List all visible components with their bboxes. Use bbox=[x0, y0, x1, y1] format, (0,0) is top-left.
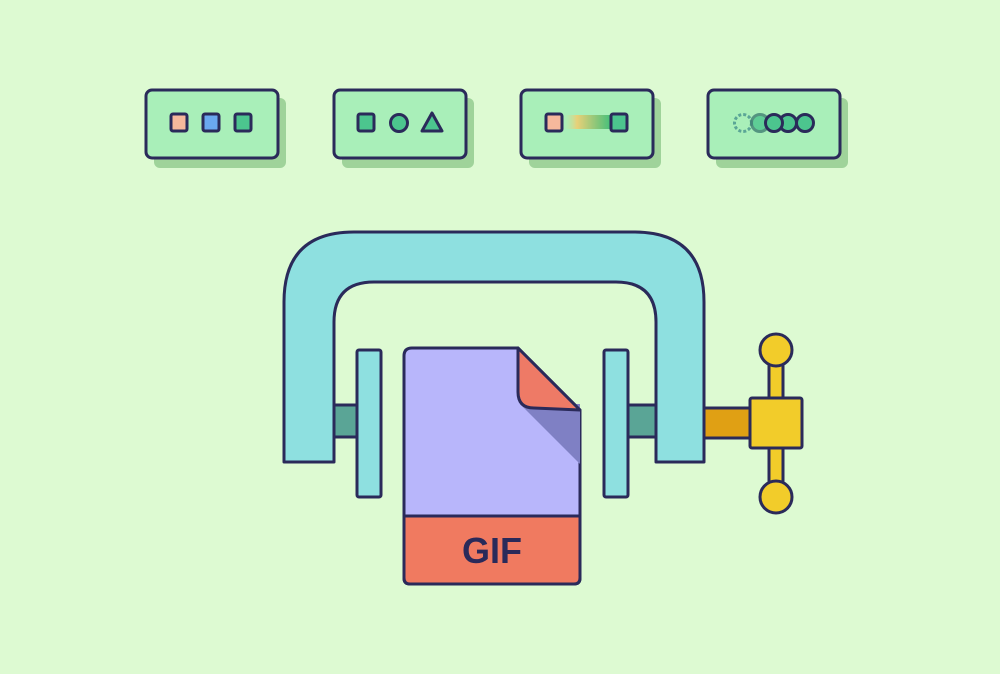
circle-icon bbox=[764, 113, 784, 133]
clamp-jaw-left bbox=[355, 348, 383, 499]
card-shapes bbox=[332, 88, 474, 168]
square-icon bbox=[233, 112, 253, 133]
square-icon bbox=[609, 112, 629, 133]
card-circles bbox=[706, 88, 848, 168]
square-icon bbox=[201, 112, 221, 133]
file-type-label: GIF bbox=[462, 530, 522, 571]
gradient-bar-icon bbox=[562, 115, 612, 129]
square-icon bbox=[169, 112, 189, 133]
clamp-frame bbox=[282, 230, 706, 464]
clamp-rod-right bbox=[624, 403, 658, 439]
card-gradient bbox=[519, 88, 661, 168]
circle-icon bbox=[795, 113, 815, 133]
card-three-squares bbox=[144, 88, 286, 168]
triangle-icon bbox=[420, 111, 444, 133]
gif-file-icon: GIF bbox=[402, 346, 582, 586]
circle-icon bbox=[389, 113, 409, 133]
screw-rod bbox=[698, 406, 756, 440]
screw-block bbox=[748, 396, 804, 450]
file-fold-shadow bbox=[520, 404, 580, 464]
c-clamp bbox=[282, 230, 804, 515]
square-icon bbox=[356, 112, 376, 133]
screw-knob-bottom bbox=[758, 479, 794, 515]
file-label-band bbox=[402, 514, 582, 586]
file-fold-corner bbox=[516, 346, 582, 412]
square-icon bbox=[544, 112, 564, 133]
screw-knob-top bbox=[758, 332, 794, 368]
clamp-jaw-right bbox=[602, 348, 630, 499]
